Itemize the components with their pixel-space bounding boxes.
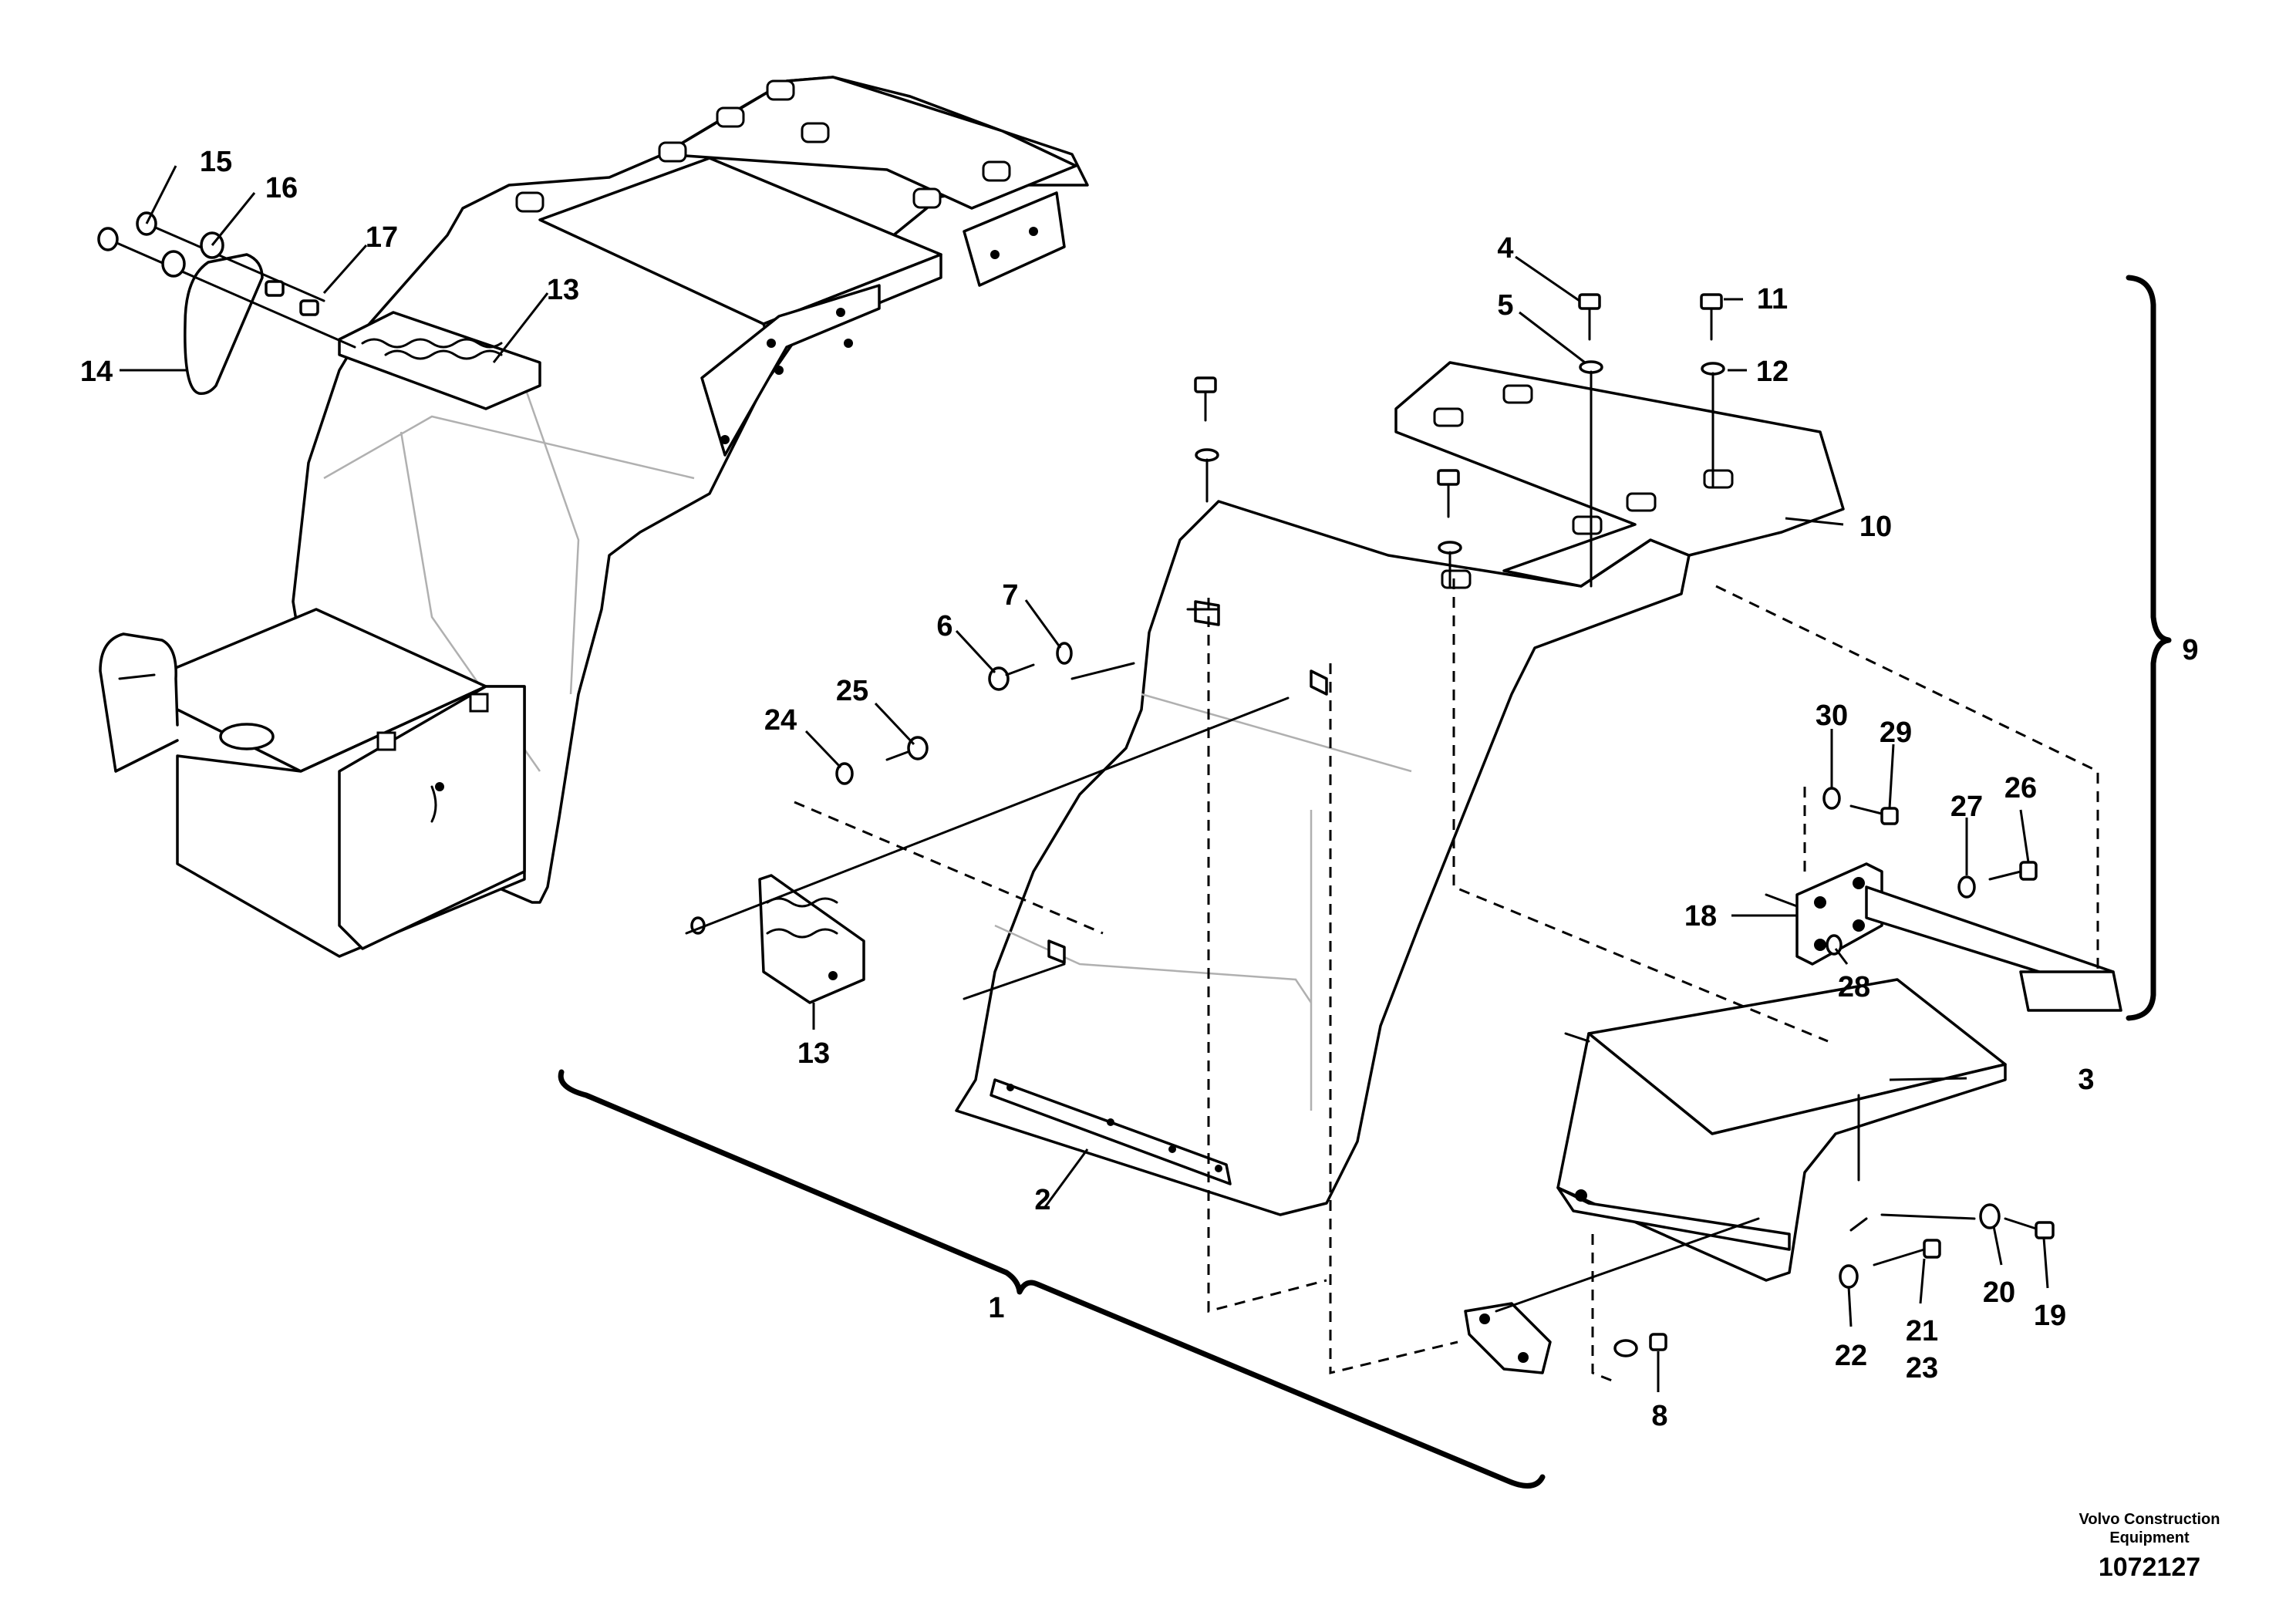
bracket-18: [1795, 862, 2122, 1012]
left-step-side-plate: [338, 685, 526, 950]
assembly-lines: [685, 370, 2099, 1382]
label-17: 17: [366, 221, 398, 254]
label-2: 2: [1034, 1184, 1050, 1216]
label-1: 1: [988, 1292, 1004, 1324]
top-plate-10: [1394, 361, 1845, 589]
label-4: 4: [1497, 232, 1513, 265]
label-24: 24: [764, 704, 797, 737]
label-30: 30: [1816, 700, 1848, 732]
center-fasteners: [690, 293, 2055, 1357]
label-8: 8: [1651, 1400, 1667, 1432]
left-top-plate: [662, 76, 1077, 210]
label-12: 12: [1756, 356, 1789, 388]
label-15: 15: [200, 146, 232, 178]
brace-1: [558, 1069, 1546, 1489]
label-9: 9: [2182, 634, 2198, 666]
drawing-number: 1072127: [2098, 1553, 2201, 1582]
footer-block: Volvo Construction Equipment 1072127: [2057, 1510, 2242, 1584]
handle-14: [184, 253, 264, 396]
callout-labels: 1 2 3 4 5 6 7 8 9 10 11 12 13 13 14 15 1…: [80, 146, 2199, 1432]
label-5: 5: [1497, 289, 1513, 322]
step-3: [1556, 978, 2007, 1282]
left-fender-assembly: [99, 76, 1089, 958]
label-28: 28: [1838, 971, 1870, 1003]
label-20: 20: [1983, 1276, 2015, 1309]
label-25: 25: [836, 675, 868, 707]
label-27: 27: [1950, 791, 1983, 823]
label-10: 10: [1859, 511, 1892, 543]
label-16: 16: [265, 172, 298, 204]
brace-9: [2126, 275, 2172, 1021]
center-fender-bottom-strip: [990, 1078, 1232, 1185]
left-top-bracket: [963, 191, 1066, 287]
bolts-15-16-17: [97, 211, 356, 349]
label-23: 23: [1906, 1352, 1938, 1384]
label-22: 22: [1835, 1340, 1867, 1372]
label-26: 26: [2004, 772, 2037, 804]
label-21: 21: [1906, 1315, 1938, 1347]
label-6: 6: [936, 610, 952, 642]
step-bracket-lower: [758, 874, 865, 1004]
label-29: 29: [1880, 717, 1912, 749]
leader-lines: [120, 165, 2049, 1392]
label-18: 18: [1684, 900, 1717, 932]
label-19: 19: [2034, 1300, 2066, 1332]
company-line-2: Equipment: [2109, 1529, 2190, 1546]
left-mounting-plate: [700, 284, 881, 457]
center-fender-2: [955, 500, 1691, 1216]
label-7: 7: [1002, 579, 1018, 612]
company-line-1: Volvo Construction: [2079, 1511, 2220, 1528]
braces: [558, 275, 2172, 1489]
label-14: 14: [80, 356, 113, 388]
label-3: 3: [2078, 1064, 2094, 1096]
label-11: 11: [1757, 283, 1788, 315]
step-bracket-upper: [338, 311, 541, 410]
label-13-lower: 13: [797, 1037, 830, 1070]
small-plate: [1464, 1302, 1552, 1374]
left-handle-bar: [99, 632, 179, 773]
label-13-upper: 13: [547, 274, 579, 306]
